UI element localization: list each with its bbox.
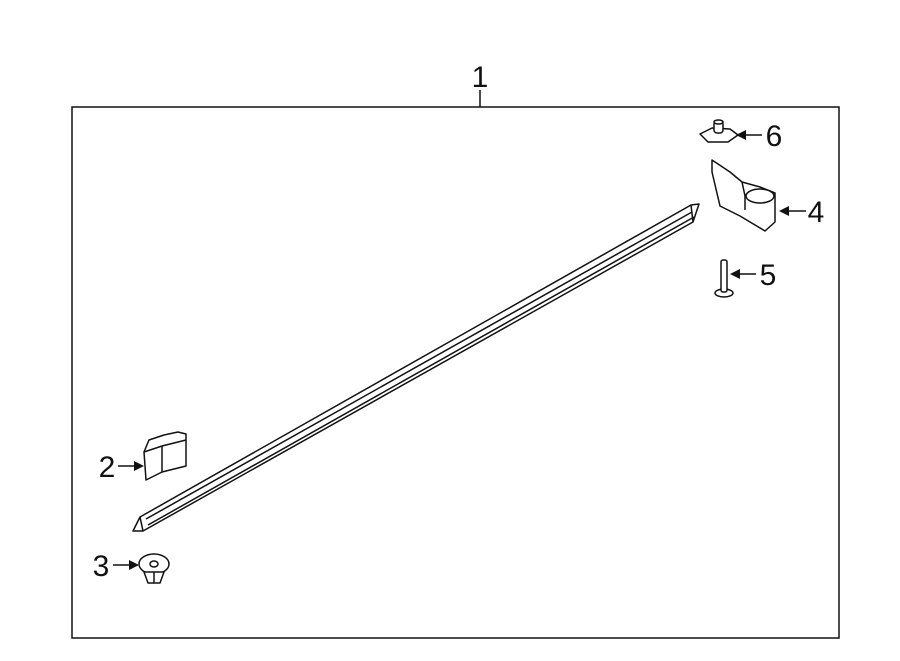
part-3-retainer[interactable]	[138, 553, 170, 584]
callout-6-arrow	[736, 130, 746, 140]
callout-3-label[interactable]: 3	[93, 550, 110, 583]
callout-5-label[interactable]: 5	[760, 259, 777, 292]
part-6-nut[interactable]	[699, 119, 739, 143]
callout-2-label[interactable]: 2	[99, 451, 116, 484]
part-4-end-cap[interactable]	[711, 159, 776, 232]
part-2-clip[interactable]	[143, 431, 187, 481]
callout-4-arrow	[779, 206, 789, 216]
part-1-rocker-molding[interactable]	[132, 203, 700, 532]
callout-3-arrow	[129, 560, 139, 570]
callout-6-label[interactable]: 6	[766, 120, 783, 153]
callout-4-label[interactable]: 4	[808, 196, 825, 229]
callout-5-arrow	[730, 269, 740, 279]
callout-2-arrow	[134, 461, 144, 471]
callout-1-label[interactable]: 1	[472, 61, 489, 94]
part-5-pin[interactable]	[714, 259, 734, 298]
diagram-frame	[71, 106, 840, 639]
